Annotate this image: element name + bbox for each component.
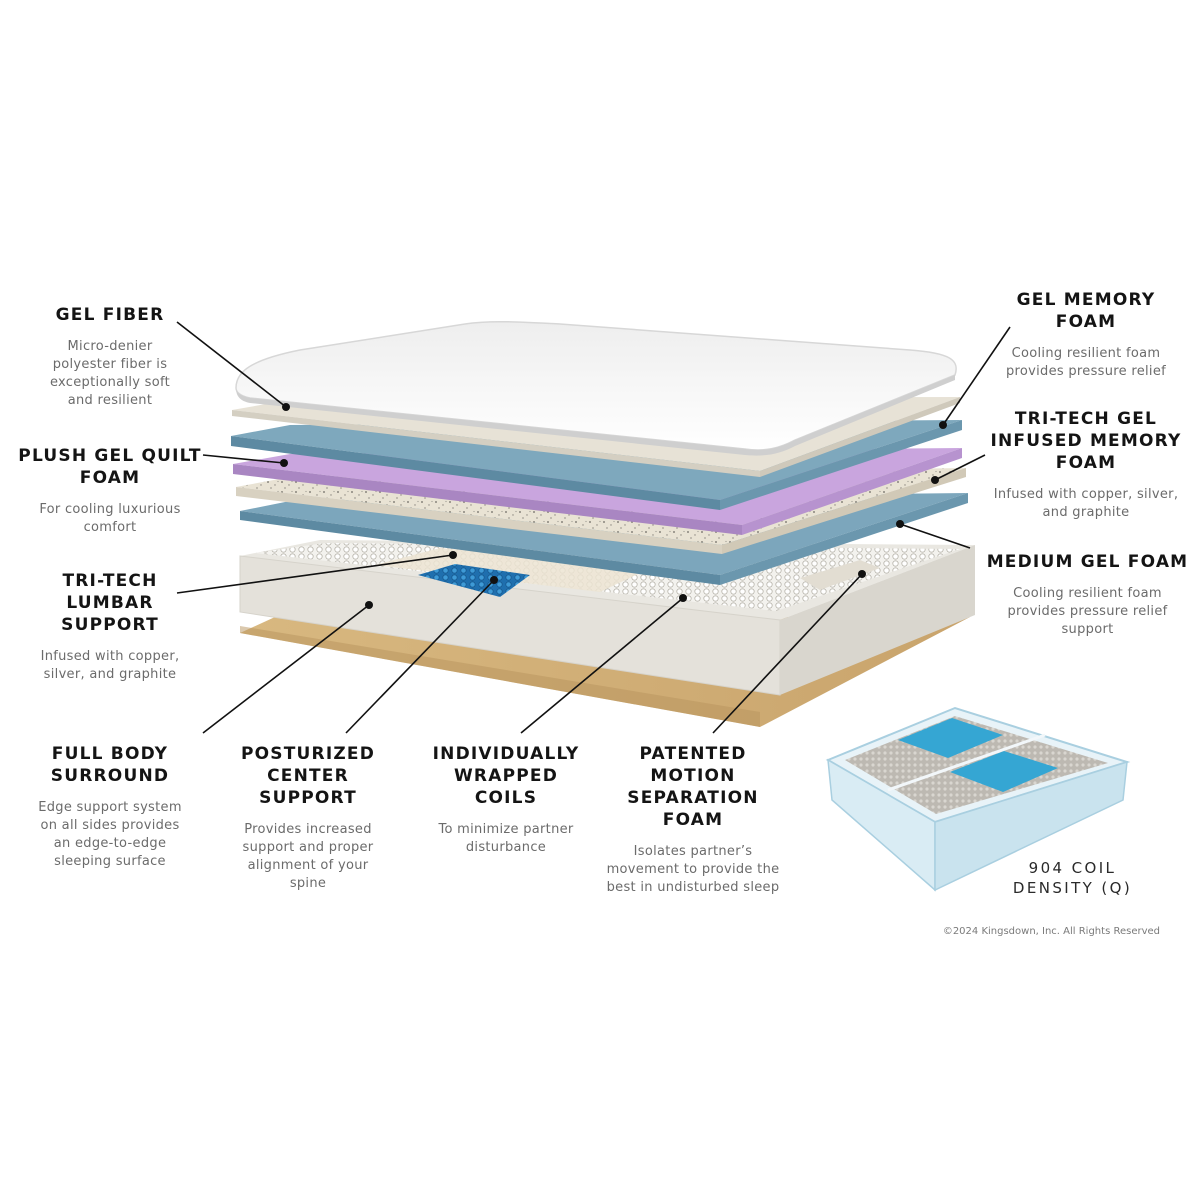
label-medium-gel-foam: MEDIUM GEL FOAM Cooling resilient foam p…	[985, 551, 1190, 639]
label-desc: Infused with copper, silver, and graphit…	[993, 487, 1179, 520]
label-desc: Provides increased support and proper al…	[242, 822, 374, 891]
label-title: MEDIUM GEL FOAM	[986, 552, 1189, 572]
leader-line-plush-gel-quilt-foam	[202, 454, 285, 464]
label-patented-motion-separation-foam: PATENTED MOTION SEPARATION FOAM Isolates…	[595, 743, 791, 897]
leader-dot-motion-separation	[858, 570, 866, 578]
label-desc: To minimize partner disturbance	[438, 822, 574, 855]
label-desc: Edge support system on all sides provide…	[38, 800, 182, 869]
leader-line-medium-gel-foam	[899, 523, 971, 549]
label-full-body-surround: FULL BODY SURROUND Edge support system o…	[20, 743, 200, 871]
leader-dot-posturized-center	[490, 576, 498, 584]
label-title: GEL MEMORY FOAM	[1016, 290, 1156, 332]
label-title: GEL FIBER	[55, 305, 165, 325]
label-tri-tech-gel-infused-memory-foam: TRI-TECH GEL INFUSED MEMORY FOAM Infused…	[985, 408, 1187, 522]
top-cover-layer	[235, 320, 957, 456]
label-desc: Micro-denier polyester fiber is exceptio…	[49, 339, 171, 408]
leader-line-tri-tech-lumbar	[176, 554, 454, 594]
label-desc: Cooling resilient foam provides pressure…	[1007, 586, 1168, 637]
leader-line-motion-separation	[712, 573, 863, 734]
label-gel-memory-foam: GEL MEMORY FOAM Cooling resilient foam p…	[985, 289, 1187, 381]
leader-dot-gel-fiber	[282, 403, 290, 411]
leader-line-full-body-surround	[202, 604, 370, 734]
label-title: INDIVIDUALLY WRAPPED COILS	[432, 744, 580, 808]
leader-dot-full-body-surround	[365, 601, 373, 609]
label-plush-gel-quilt-foam: PLUSH GEL QUILT FOAM For cooling luxurio…	[15, 445, 205, 537]
label-title: TRI-TECH GEL INFUSED MEMORY FOAM	[990, 409, 1182, 473]
label-title: PATENTED MOTION SEPARATION FOAM	[627, 744, 759, 830]
label-tri-tech-lumbar-support: TRI-TECH LUMBAR SUPPORT Infused with cop…	[20, 570, 200, 684]
leader-line-gel-memory-foam	[942, 326, 1011, 426]
label-individually-wrapped-coils: INDIVIDUALLY WRAPPED COILS To minimize p…	[418, 743, 594, 857]
label-title: FULL BODY SURROUND	[50, 744, 170, 786]
leader-dot-wrapped-coils	[679, 594, 687, 602]
leader-dot-tri-tech-gel-infused	[931, 476, 939, 484]
leader-dot-medium-gel-foam	[896, 520, 904, 528]
label-desc: For cooling luxurious comfort	[39, 502, 181, 535]
label-posturized-center-support: POSTURIZED CENTER SUPPORT Provides incre…	[220, 743, 396, 893]
coil-unit-layer	[239, 540, 975, 696]
leader-dot-gel-memory-foam	[939, 421, 947, 429]
label-desc: Isolates partner’s movement to provide t…	[606, 844, 780, 895]
leader-line-gel-fiber	[176, 321, 287, 408]
leader-line-wrapped-coils	[520, 597, 684, 734]
leader-lines	[176, 321, 1011, 734]
label-title: TRI-TECH LUMBAR SUPPORT	[61, 571, 159, 635]
label-desc: Infused with copper, silver, and graphit…	[40, 649, 180, 682]
copyright-notice: ©2024 Kingsdown, Inc. All Rights Reserve…	[942, 926, 1160, 937]
label-gel-fiber: GEL FIBER Micro-denier polyester fiber i…	[30, 304, 190, 410]
leader-line-posturized-center	[345, 579, 495, 734]
leader-dot-tri-tech-lumbar	[449, 551, 457, 559]
label-title: PLUSH GEL QUILT FOAM	[18, 446, 202, 488]
label-desc: Cooling resilient foam provides pressure…	[1005, 346, 1167, 379]
leader-line-tri-tech-gel-infused	[934, 454, 986, 481]
label-title: POSTURIZED CENTER SUPPORT	[240, 744, 376, 808]
coil-density-label: 904 COIL DENSITY (Q)	[1012, 859, 1133, 897]
coil-density-inset	[825, 706, 1131, 892]
leader-dot-plush-gel-quilt-foam	[280, 459, 288, 467]
